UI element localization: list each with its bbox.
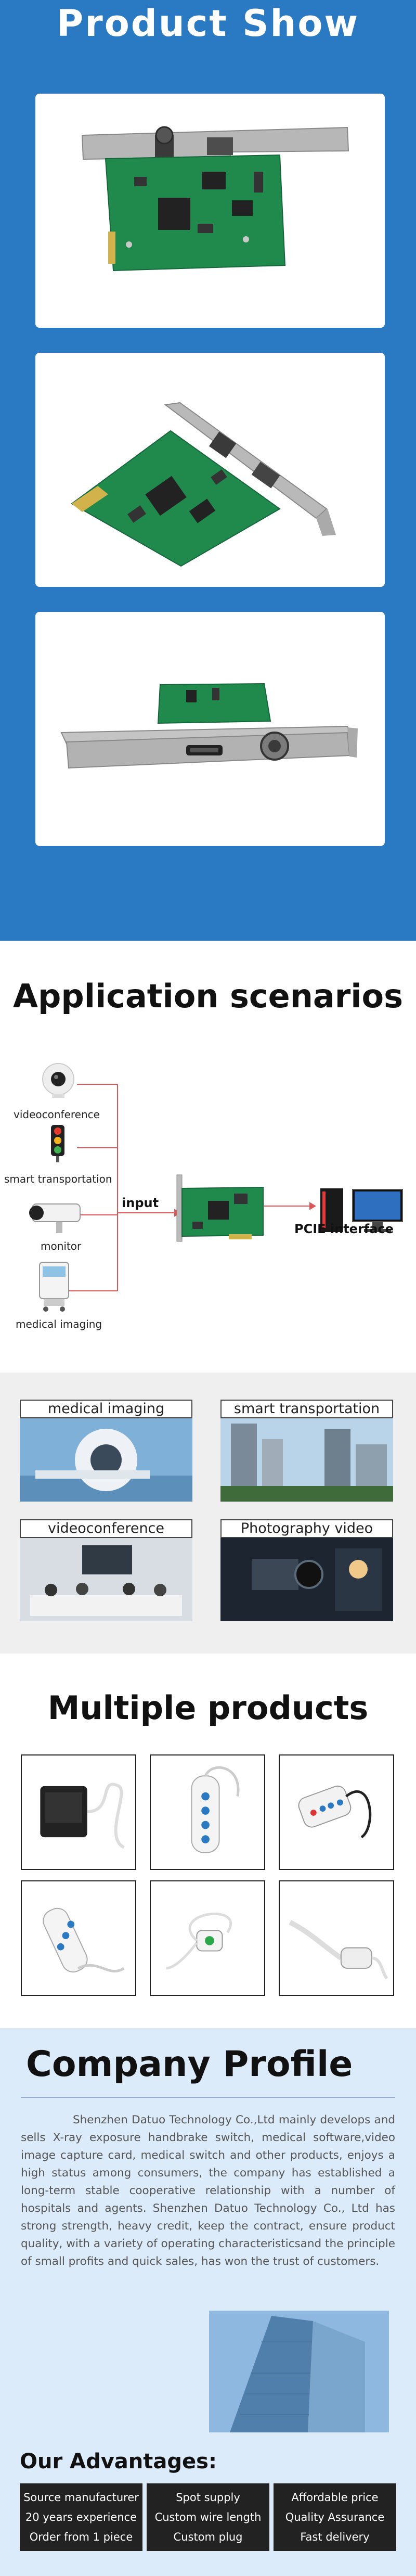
- advantage-line: Source manufacturer: [23, 2491, 139, 2504]
- videoconference-camera-icon: [42, 1063, 74, 1098]
- advantage-line: Quality Assurance: [285, 2511, 385, 2523]
- studio-camera-photo: [220, 1538, 393, 1621]
- meeting-room-photo: [20, 1538, 192, 1621]
- product-image-side-view: [35, 612, 385, 846]
- multiple-products-section: Multiple products: [0, 1654, 416, 2028]
- capture-card-side-illustration: [60, 683, 358, 769]
- medical-device-icon: [39, 1262, 69, 1312]
- photo-caption: smart transportation: [220, 1400, 393, 1418]
- ct-scanner-photo: [20, 1418, 192, 1502]
- hand-switch-icon: [191, 1766, 240, 1853]
- advantage-box-manufacturer: Source manufacturer 20 years experience …: [20, 2483, 142, 2551]
- advantage-box-price: Affordable price Quality Assurance Fast …: [274, 2483, 396, 2551]
- coiled-cable-switch-icon: [289, 1920, 388, 1980]
- advantage-line: Fast delivery: [300, 2531, 370, 2543]
- company-profile-section: Company Profile Shenzhen Datuo Technolog…: [0, 2028, 416, 2576]
- product-show-section: Product Show: [0, 0, 416, 941]
- product-coiled-cable-switch: [279, 1880, 394, 1996]
- photo-caption: Photography video: [220, 1519, 393, 1538]
- multiple-products-title: Multiple products: [47, 1689, 369, 1727]
- device-label-monitor: monitor: [41, 1240, 82, 1252]
- advantage-line: Affordable price: [291, 2491, 379, 2504]
- input-label: input: [122, 1196, 159, 1210]
- application-photos-section: medical imaging smart transportation: [0, 1373, 416, 1654]
- security-camera-icon: [29, 1203, 81, 1233]
- device-label-smart-transportation: smart transportation: [4, 1173, 112, 1185]
- computer-icon: [320, 1188, 403, 1232]
- office-building-image: [209, 2311, 389, 2432]
- advantage-line: Custom wire length: [154, 2511, 262, 2523]
- advantage-line: Order from 1 piece: [29, 2531, 133, 2543]
- capture-card-top-illustration: [81, 126, 349, 272]
- application-scenarios-title: Application scenarios: [12, 977, 404, 1015]
- single-button-switch-icon: [166, 1912, 232, 1970]
- coiled-hand-switch-icon: [43, 1907, 125, 1973]
- product-single-button-switch: [150, 1880, 265, 1996]
- product-image-angled-view: [35, 353, 385, 587]
- application-diagram: [29, 1063, 403, 1312]
- device-label-videoconference: videoconference: [14, 1108, 100, 1121]
- photo-caption: videoconference: [20, 1519, 192, 1538]
- city-buildings-photo: [220, 1418, 393, 1502]
- product-hand-switch-four-button: [150, 1754, 265, 1870]
- pcie-interface-label: PCIE interface: [294, 1222, 394, 1236]
- company-description: Shenzhen Datuo Technology Co.,Ltd mainly…: [21, 2113, 395, 2268]
- advantage-box-supply: Spot supply Custom wire length Custom pl…: [147, 2483, 269, 2551]
- product-remote-control: [279, 1754, 394, 1870]
- photo-smart-transportation: smart transportation: [220, 1400, 393, 1502]
- application-scenarios-section: Application scenarios: [0, 941, 416, 1373]
- capture-card-angled-illustration: [71, 402, 336, 567]
- advantage-line: 20 years experience: [25, 2511, 137, 2523]
- advantages-title: Our Advantages:: [20, 2450, 217, 2474]
- company-profile-title: Company Profile: [26, 2044, 353, 2085]
- product-show-title: Product Show: [56, 2, 360, 45]
- device-label-medical-imaging: medical imaging: [16, 1318, 102, 1330]
- building-photo: [209, 2311, 389, 2432]
- photo-caption: medical imaging: [20, 1400, 192, 1418]
- advantage-line: Spot supply: [176, 2491, 240, 2504]
- product-foot-pedal: [21, 1754, 136, 1870]
- remote-control-icon: [298, 1785, 372, 1839]
- connector-lines: [68, 1084, 316, 1291]
- traffic-light-icon: [51, 1125, 64, 1162]
- capture-card-center-icon: [176, 1174, 264, 1242]
- advantage-line: Custom plug: [173, 2531, 243, 2543]
- photo-videoconference: videoconference: [20, 1519, 192, 1621]
- photo-photography-video: Photography video: [220, 1519, 393, 1621]
- product-hand-switch-coiled: [21, 1880, 136, 1996]
- photo-medical-imaging: medical imaging: [20, 1400, 192, 1502]
- product-image-top-view: [35, 94, 385, 328]
- title-divider: [21, 2097, 395, 2098]
- foot-pedal-icon: [40, 1783, 125, 1849]
